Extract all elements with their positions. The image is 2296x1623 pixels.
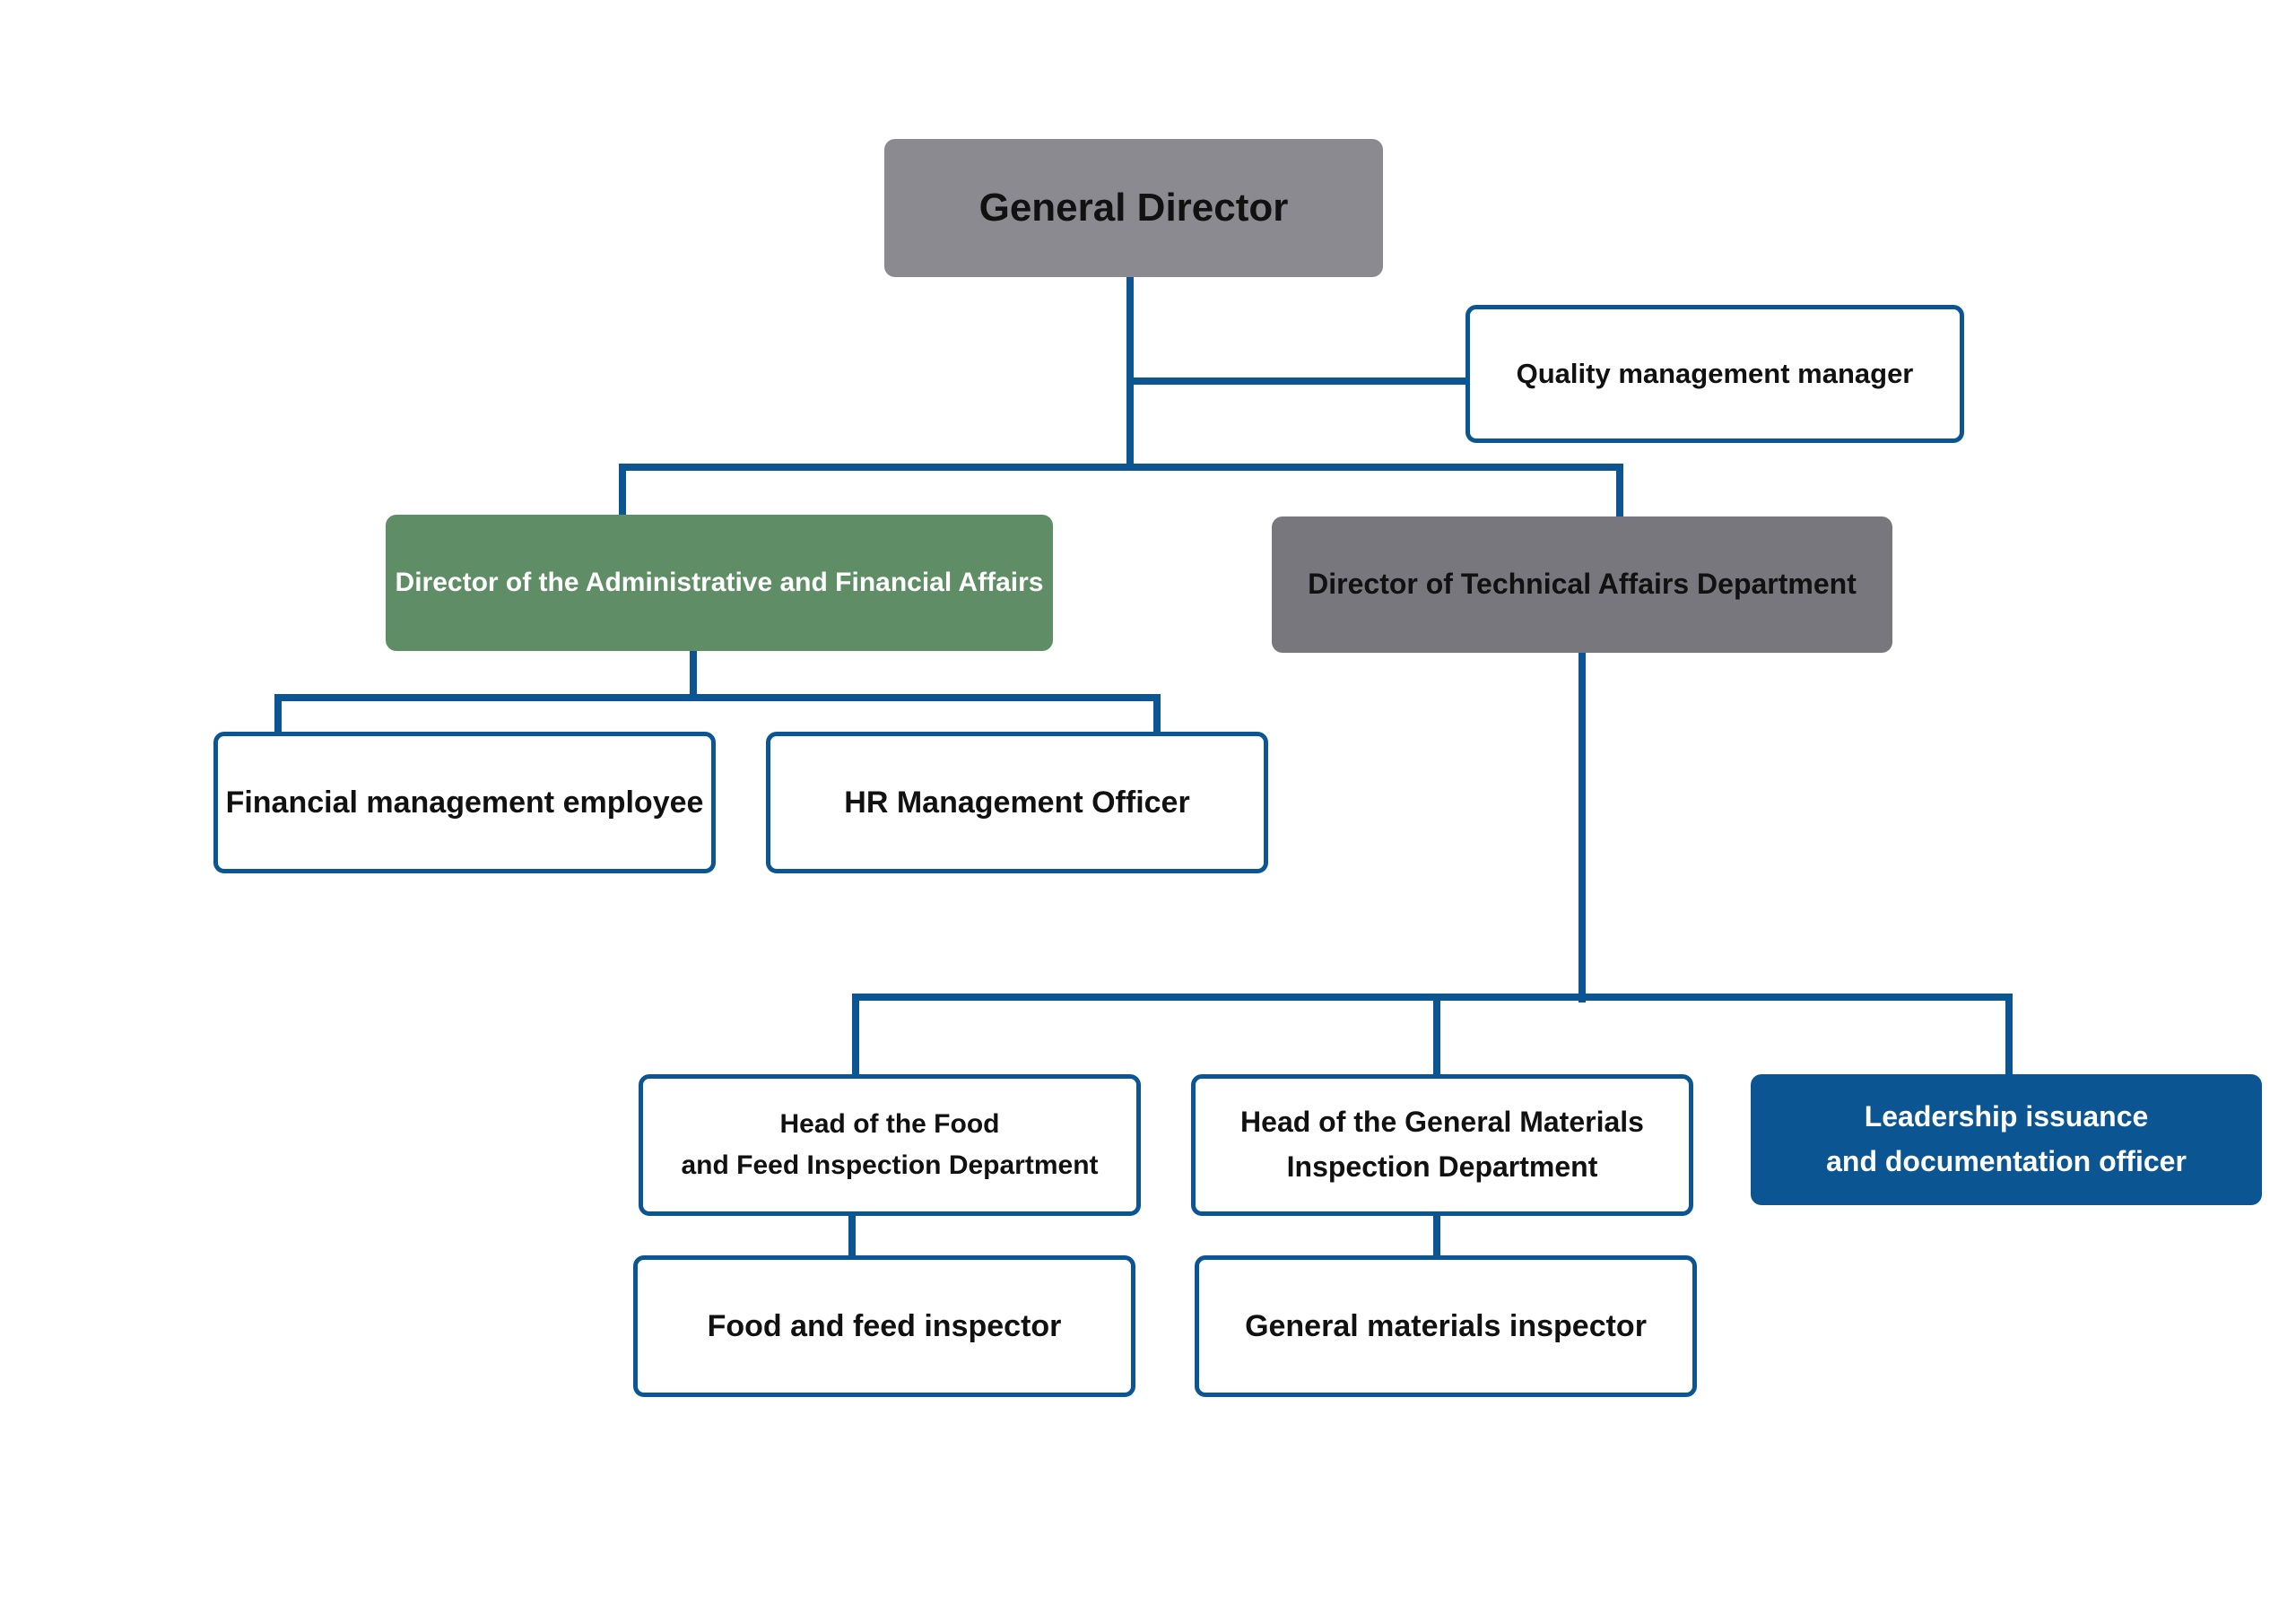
node-quality-manager[interactable]: Quality management manager [1465, 305, 1964, 443]
node-admin-director-label: Director of the Administrative and Finan… [395, 567, 1044, 597]
node-food-feed-inspector-label: Food and feed inspector [707, 1308, 1062, 1343]
node-general-materials-head-line2: Inspection Department [1286, 1150, 1598, 1183]
node-general-materials-inspector-label: General materials inspector [1245, 1308, 1647, 1343]
node-general-materials-head-line1: Head of the General Materials [1240, 1106, 1644, 1139]
node-technical-director-label: Director of Technical Affairs Department [1308, 568, 1857, 601]
node-financial-employee[interactable]: Financial management employee [213, 732, 716, 873]
node-general-materials-head[interactable]: Head of the General Materials Inspection… [1191, 1074, 1693, 1216]
node-general-director[interactable]: General Director [884, 139, 1383, 277]
node-food-feed-head-line2: and Feed Inspection Department [681, 1150, 1099, 1180]
node-leadership-officer[interactable]: Leadership issuance and documentation of… [1751, 1074, 2262, 1205]
node-leadership-officer-line1: Leadership issuance [1864, 1100, 2149, 1133]
node-general-materials-inspector[interactable]: General materials inspector [1195, 1255, 1697, 1397]
node-financial-employee-label: Financial management employee [225, 785, 704, 820]
node-hr-officer[interactable]: HR Management Officer [766, 732, 1268, 873]
node-food-feed-head-line1: Head of the Food [779, 1108, 1000, 1139]
node-food-feed-head[interactable]: Head of the Food and Feed Inspection Dep… [639, 1074, 1141, 1216]
node-quality-manager-label: Quality management manager [1516, 357, 1914, 389]
node-leadership-officer-line2: and documentation officer [1826, 1145, 2187, 1177]
node-food-feed-inspector[interactable]: Food and feed inspector [633, 1255, 1135, 1397]
node-hr-officer-label: HR Management Officer [844, 785, 1190, 820]
node-general-director-label: General Director [978, 185, 1289, 230]
node-technical-director[interactable]: Director of Technical Affairs Department [1272, 516, 1892, 653]
node-admin-director[interactable]: Director of the Administrative and Finan… [386, 515, 1053, 651]
